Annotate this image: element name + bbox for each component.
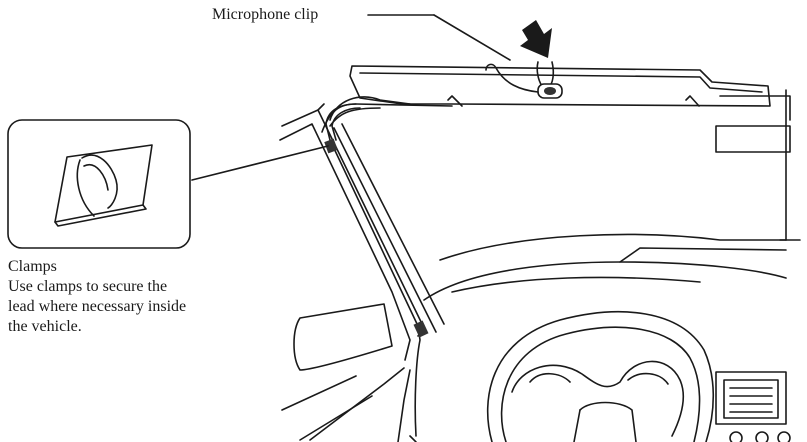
microphone-clip-label: Microphone clip bbox=[212, 6, 319, 23]
clamps-description-line-3: the vehicle. bbox=[8, 318, 82, 335]
clamps-description-line-1: Use clamps to secure the bbox=[8, 278, 168, 295]
clamp-lower bbox=[413, 320, 429, 338]
dashboard bbox=[423, 233, 787, 301]
clamps-title: Clamps bbox=[8, 258, 57, 275]
microphone-clip-leader-2 bbox=[433, 14, 511, 61]
lower-trim bbox=[309, 367, 417, 442]
clamp-callout bbox=[7, 119, 329, 249]
side-mirror-panel bbox=[281, 303, 393, 441]
sun-visor bbox=[349, 65, 771, 107]
clamp-upper bbox=[324, 138, 338, 154]
clamps-description-line-2: lead where necessary inside bbox=[8, 298, 187, 315]
windshield-frame bbox=[321, 89, 801, 241]
steering-wheel bbox=[486, 311, 715, 442]
clamps-caption: Clamps Use clamps to secure the lead whe… bbox=[8, 257, 186, 337]
center-console bbox=[715, 371, 791, 442]
a-pillar bbox=[279, 103, 445, 361]
microphone-clip bbox=[485, 61, 563, 99]
down-arrow-icon bbox=[520, 20, 552, 58]
